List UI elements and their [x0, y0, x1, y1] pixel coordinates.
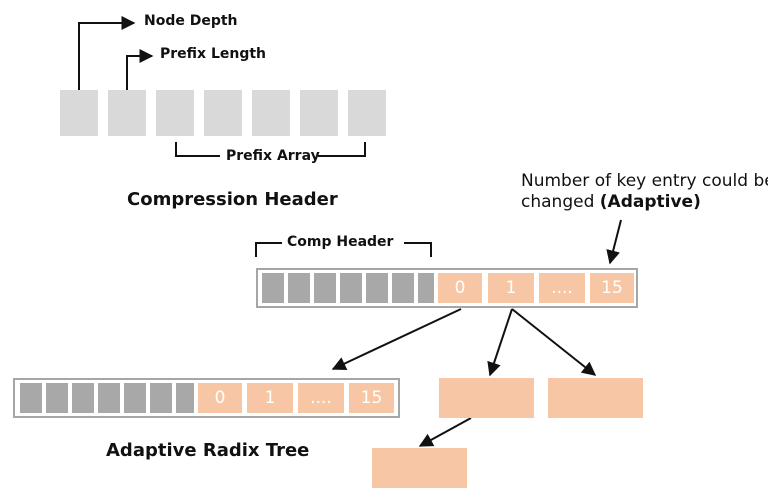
root-key-1: 1	[488, 273, 534, 303]
annotation-line-2-bold: (Adaptive)	[599, 192, 701, 212]
comp-header-cell	[418, 273, 434, 303]
prefix-array-cell	[348, 90, 386, 136]
comp-header-cell	[262, 273, 284, 303]
annotation-arrow	[606, 219, 622, 265]
child-key-0: 0	[198, 383, 242, 413]
adaptive-annotation: Number of key entry could be changed (Ad…	[521, 171, 768, 213]
root-key-ellipsis: ....	[539, 273, 585, 303]
root-key-0: 0	[438, 273, 482, 303]
comp-header-label: Comp Header	[287, 234, 394, 250]
annotation-line-2: changed (Adaptive)	[521, 192, 768, 213]
child-node: 0 1 .... 15	[13, 378, 400, 418]
child-key-15: 15	[349, 383, 394, 413]
leaf-node-b	[548, 378, 643, 418]
prefix-array-cell	[252, 90, 290, 136]
node-depth-cell	[60, 90, 98, 136]
edge-key1-node-b	[511, 308, 597, 376]
child-header-cell	[124, 383, 146, 413]
root-key-15: 15	[590, 273, 634, 303]
comp-header-cell	[340, 273, 362, 303]
comp-header-bracket-right	[404, 242, 432, 257]
child-header-cell	[176, 383, 194, 413]
child-header-cell	[98, 383, 120, 413]
child-key-ellipsis: ....	[298, 383, 344, 413]
root-node: 0 1 .... 15	[256, 268, 638, 308]
child-key-1: 1	[247, 383, 293, 413]
edge-node-a-node-c	[418, 417, 472, 447]
prefix-array-cell	[300, 90, 338, 136]
node-depth-label: Node Depth	[144, 13, 238, 29]
comp-header-cell	[392, 273, 414, 303]
child-header-cell	[150, 383, 172, 413]
comp-header-bracket-left	[255, 242, 282, 257]
annotation-line-2-text: changed	[521, 192, 600, 212]
child-header-cell	[46, 383, 68, 413]
comp-header-cell	[366, 273, 388, 303]
comp-header-cell	[314, 273, 336, 303]
prefix-array-bracket-left	[175, 142, 220, 157]
prefix-array-label: Prefix Array	[226, 148, 320, 164]
edge-key0-child	[331, 308, 462, 370]
prefix-array-bracket-right	[318, 142, 366, 157]
prefix-length-arrow	[126, 49, 154, 90]
child-header-cell	[20, 383, 42, 413]
leaf-node-a	[439, 378, 534, 418]
diagram-title: Adaptive Radix Tree	[106, 440, 310, 461]
comp-header-cell	[288, 273, 310, 303]
leaf-node-c	[372, 448, 467, 488]
child-header-cell	[72, 383, 94, 413]
prefix-length-label: Prefix Length	[160, 46, 267, 62]
node-depth-arrow	[78, 16, 136, 90]
compression-header-title: Compression Header	[127, 189, 338, 210]
prefix-array-cell	[156, 90, 194, 136]
prefix-length-cell	[108, 90, 146, 136]
prefix-array-cell	[204, 90, 242, 136]
edge-key1-node-a	[487, 308, 513, 377]
annotation-line-1: Number of key entry could be	[521, 171, 768, 191]
